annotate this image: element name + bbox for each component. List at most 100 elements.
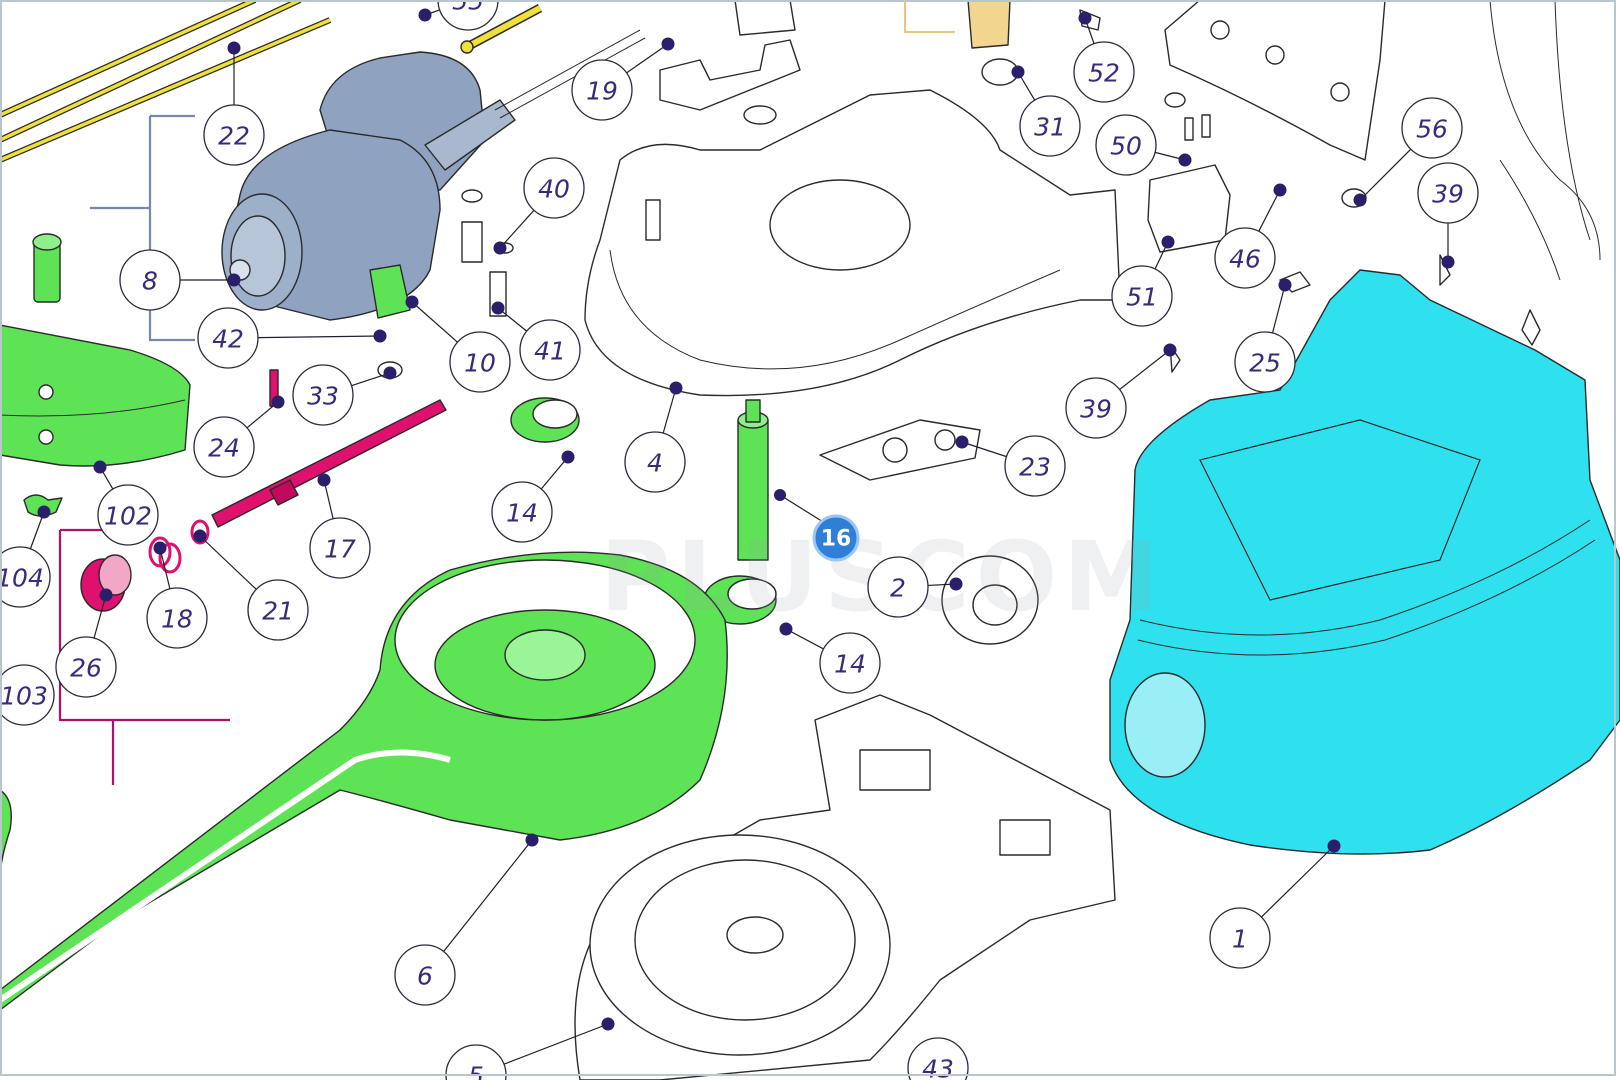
leader-dot-14b xyxy=(779,622,793,636)
callout-circle[interactable] xyxy=(491,481,553,543)
leader-line-21 xyxy=(199,535,257,590)
callout-circle[interactable] xyxy=(97,484,159,546)
leader-dot-102 xyxy=(93,460,107,474)
leader-dot-33 xyxy=(383,366,397,380)
callout-5[interactable]: 5 xyxy=(445,1044,507,1080)
callout-circle[interactable] xyxy=(394,944,456,1006)
callout-26[interactable]: 26 xyxy=(55,636,117,698)
callout-circle[interactable] xyxy=(203,104,265,166)
callout-number: 55 xyxy=(452,0,484,16)
motor-assembly xyxy=(221,29,646,321)
highlight-badge[interactable] xyxy=(812,514,860,562)
callout-circle[interactable] xyxy=(146,587,208,649)
red-shaft xyxy=(58,114,447,785)
callout-circle[interactable] xyxy=(1401,97,1463,159)
leader-dot-2 xyxy=(949,577,963,591)
callout-circle[interactable] xyxy=(819,632,881,694)
callout-circle[interactable] xyxy=(1073,41,1135,103)
callout-14a[interactable]: 14 xyxy=(491,481,553,543)
leader-line-33 xyxy=(351,372,391,387)
callout-circle[interactable] xyxy=(519,319,581,381)
callout-circle[interactable] xyxy=(309,517,371,579)
callout-circle[interactable] xyxy=(0,664,55,726)
callout-circle[interactable] xyxy=(1209,907,1271,969)
callout-circle[interactable] xyxy=(55,636,117,698)
callout-8[interactable]: 8 xyxy=(119,249,181,311)
callout-number: 31 xyxy=(1034,113,1066,142)
callout-4[interactable]: 4 xyxy=(624,431,686,493)
callout-number: 42 xyxy=(212,325,244,354)
callout-circle[interactable] xyxy=(1004,435,1066,497)
callout-circle[interactable] xyxy=(1065,377,1127,439)
callout-19[interactable]: 19 xyxy=(571,59,633,121)
callout-circle[interactable] xyxy=(449,331,511,393)
callout-circle[interactable] xyxy=(523,157,585,219)
callout-56[interactable]: 56 xyxy=(1401,97,1463,159)
callout-10[interactable]: 10 xyxy=(449,331,511,393)
callout-50[interactable]: 50 xyxy=(1095,114,1157,176)
gear-housing-outline xyxy=(584,89,1121,397)
callout-circle[interactable] xyxy=(197,307,259,369)
leader-dot-24 xyxy=(271,395,285,409)
callout-circle[interactable] xyxy=(247,579,309,641)
callout-circle[interactable] xyxy=(1214,227,1276,289)
callout-25[interactable]: 25 xyxy=(1234,331,1296,393)
knob-cap-2 xyxy=(941,555,1039,645)
callout-number: 1 xyxy=(1232,925,1248,954)
highlight-callout-16[interactable]: 16 xyxy=(774,489,860,562)
callout-circle[interactable] xyxy=(571,59,633,121)
callout-39b[interactable]: 39 xyxy=(1065,377,1127,439)
callout-circle[interactable] xyxy=(119,249,181,311)
callout-51[interactable]: 51 xyxy=(1111,265,1173,327)
callout-24[interactable]: 24 xyxy=(193,416,255,478)
callout-circle[interactable] xyxy=(1111,265,1173,327)
callout-6[interactable]: 6 xyxy=(394,944,456,1006)
callout-43[interactable]: 43 xyxy=(907,1037,969,1080)
callout-number: 50 xyxy=(1110,132,1142,161)
leader-dot-50 xyxy=(1178,153,1192,167)
callout-circle[interactable] xyxy=(1019,95,1081,157)
callout-circle[interactable] xyxy=(624,431,686,493)
callout-55[interactable]: 55 xyxy=(437,0,499,31)
callout-number: 104 xyxy=(0,564,44,593)
callout-31[interactable]: 31 xyxy=(1019,95,1081,157)
callout-103[interactable]: 103 xyxy=(0,664,55,726)
callout-circle[interactable] xyxy=(907,1037,969,1080)
leader-dot-10 xyxy=(405,295,419,309)
callout-circle[interactable] xyxy=(292,364,354,426)
callout-39a[interactable]: 39 xyxy=(1417,162,1479,224)
callout-23[interactable]: 23 xyxy=(1004,435,1066,497)
callout-circle[interactable] xyxy=(867,556,929,618)
callout-circle[interactable] xyxy=(1417,162,1479,224)
callout-2[interactable]: 2 xyxy=(867,556,929,618)
callout-circle[interactable] xyxy=(193,416,255,478)
yellow-rods xyxy=(0,0,543,163)
leader-dot-55 xyxy=(418,8,432,22)
callout-number: 22 xyxy=(218,122,250,151)
callout-42[interactable]: 42 xyxy=(197,307,259,369)
callout-18[interactable]: 18 xyxy=(146,587,208,649)
callout-14b[interactable]: 14 xyxy=(819,632,881,694)
callout-41[interactable]: 41 xyxy=(519,319,581,381)
callout-1[interactable]: 1 xyxy=(1209,907,1271,969)
callout-104[interactable]: 104 xyxy=(0,546,51,608)
callout-46[interactable]: 46 xyxy=(1214,227,1276,289)
leader-dot-17 xyxy=(317,473,331,487)
callout-number: 52 xyxy=(1088,59,1120,88)
callout-40[interactable]: 40 xyxy=(523,157,585,219)
callout-21[interactable]: 21 xyxy=(247,579,309,641)
leader-line-46 xyxy=(1258,189,1281,232)
callout-102[interactable]: 102 xyxy=(97,484,159,546)
leader-dot-52 xyxy=(1078,11,1092,25)
callout-circle[interactable] xyxy=(1234,331,1296,393)
callout-number: 39 xyxy=(1432,180,1464,209)
callout-17[interactable]: 17 xyxy=(309,517,371,579)
callout-circle[interactable] xyxy=(1095,114,1157,176)
callout-number: 2 xyxy=(890,574,906,603)
callout-circle[interactable] xyxy=(0,546,51,608)
callout-22[interactable]: 22 xyxy=(203,104,265,166)
leader-line-25 xyxy=(1271,284,1286,334)
callout-52[interactable]: 52 xyxy=(1073,41,1135,103)
callout-33[interactable]: 33 xyxy=(292,364,354,426)
callout-circle[interactable] xyxy=(437,0,499,31)
